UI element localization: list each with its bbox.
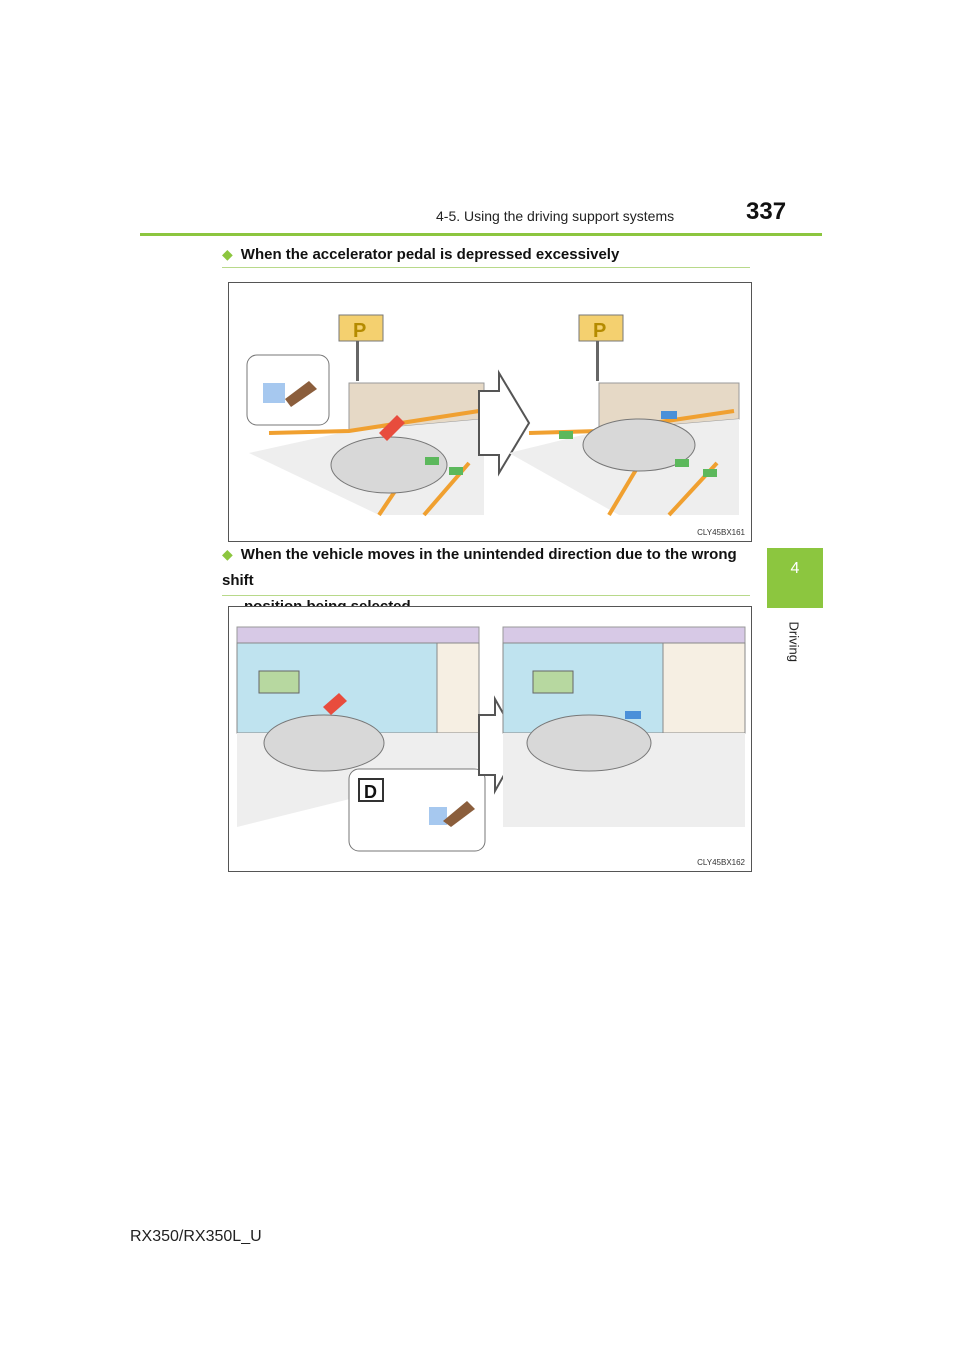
shift-position-label: D	[364, 782, 377, 802]
diamond-icon: ◆	[222, 546, 233, 562]
chapter-label: Driving	[780, 620, 808, 680]
wrong-shift-illustration: D	[236, 626, 746, 852]
figure-wrong-shift: D CLY45BX162	[228, 606, 752, 872]
footer-model: RX350/RX350L_U	[130, 1228, 262, 1245]
transition-arrow-icon	[478, 369, 531, 477]
figure-code-2: CLY45BX162	[697, 858, 745, 867]
section-title-1-text: When the accelerator pedal is depressed …	[240, 246, 620, 263]
header-section-title: 4-5. Using the driving support systems	[436, 208, 675, 224]
svg-text:P: P	[353, 320, 366, 342]
section-rule-1	[222, 267, 750, 268]
section-rule-2	[222, 595, 750, 596]
figure-accelerator: P P	[228, 282, 752, 542]
diamond-icon: ◆	[222, 246, 233, 262]
chapter-label-text: Driving	[786, 621, 802, 662]
chapter-number: 4	[790, 560, 800, 577]
left-scene: P	[246, 314, 485, 517]
svg-text:P: P	[593, 320, 606, 342]
section-title-2-line1: When the vehicle moves in the unintended…	[222, 546, 737, 589]
section-title-1: ◆ When the accelerator pedal is depressed…	[222, 241, 619, 268]
right-scene: P	[509, 314, 740, 517]
figure-code-1: CLY45BX161	[697, 528, 745, 537]
page-number: 337	[746, 198, 787, 225]
header-rule	[140, 233, 822, 236]
chapter-tab	[767, 548, 823, 608]
left-store-scene: D	[236, 626, 486, 852]
accelerator-illustration: P P	[246, 314, 740, 517]
right-store-scene	[502, 626, 746, 827]
